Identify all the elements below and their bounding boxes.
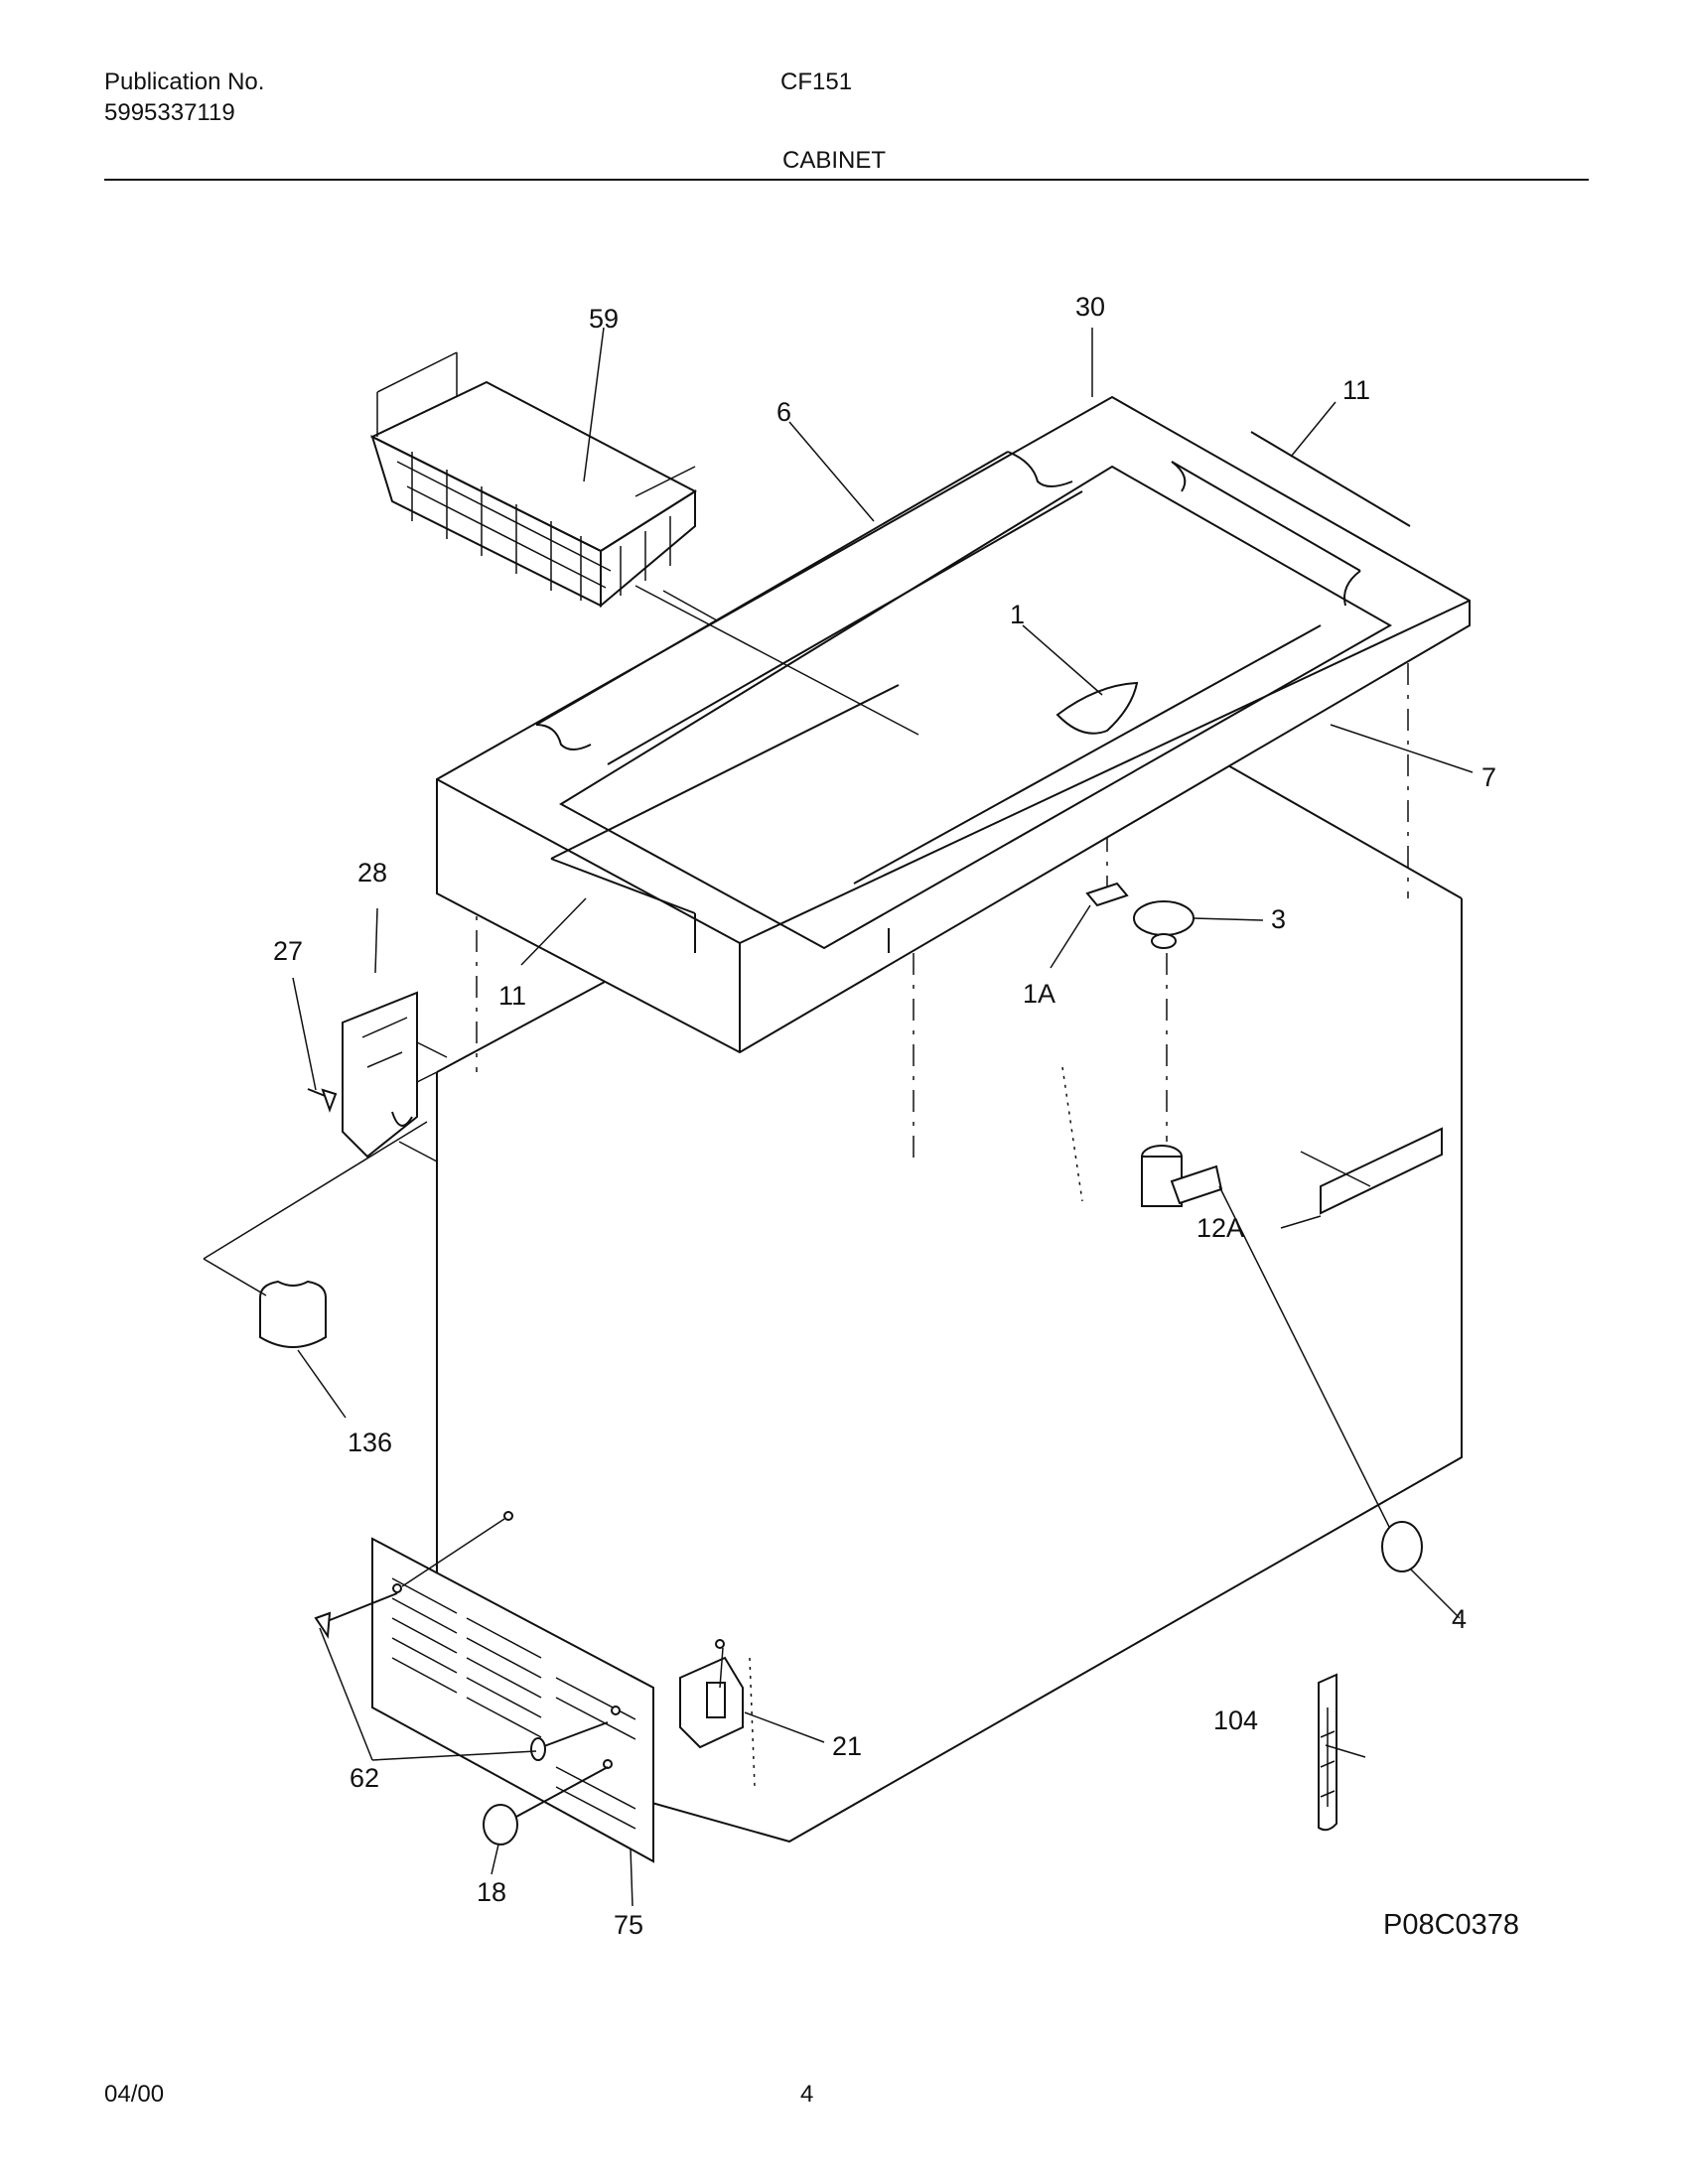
callout-30: 30	[1075, 292, 1105, 322]
part-3-plug	[1133, 900, 1195, 949]
page-number: 4	[800, 2081, 814, 2108]
breaker-trim-frame	[436, 395, 1471, 1054]
drain-tube-assembly	[1141, 1145, 1423, 1572]
part-62-screws	[314, 1592, 609, 1761]
callout-136: 136	[348, 1428, 392, 1457]
kick-plate-louvers	[391, 1577, 636, 1830]
section-title: CABINET	[782, 147, 887, 174]
publication-label: Publication No.	[104, 68, 265, 95]
part-136-cap	[203, 1121, 428, 1348]
drawing-code: P08C0378	[1383, 1909, 1519, 1941]
callout-12a: 12A	[1196, 1213, 1244, 1243]
callout-18: 18	[477, 1877, 506, 1907]
publication-number: 5995337119	[104, 99, 235, 126]
part-1a-clip	[1085, 882, 1129, 907]
callout-104: 104	[1213, 1706, 1258, 1735]
callout-59: 59	[589, 304, 619, 334]
callout-3: 3	[1271, 904, 1286, 934]
part-1-hinge-cover	[1055, 681, 1139, 735]
callout-11-top: 11	[1342, 375, 1370, 405]
callout-27: 27	[273, 936, 303, 966]
callout-28: 28	[357, 858, 387, 887]
footer-date: 04/00	[104, 2081, 165, 2108]
part-12a-label	[1300, 1127, 1443, 1215]
callout-62: 62	[350, 1763, 379, 1793]
model-number: CF151	[780, 68, 853, 95]
callout-7: 7	[1481, 762, 1496, 792]
part-28-hinge-bracket	[342, 991, 448, 1159]
part-27-screw	[307, 1088, 338, 1113]
callout-11-left: 11	[498, 981, 526, 1011]
part-59-wire-basket	[369, 351, 919, 736]
callout-1a: 1A	[1023, 979, 1055, 1009]
callout-1: 1	[1010, 600, 1025, 629]
callout-4: 4	[1452, 1604, 1467, 1634]
callout-75: 75	[614, 1910, 643, 1940]
header-rule	[104, 179, 1589, 181]
callout-6: 6	[776, 397, 791, 427]
part-104-thermometer	[1318, 1673, 1337, 1832]
callout-21: 21	[832, 1731, 862, 1761]
callout-leaders	[292, 327, 1474, 1907]
part-21-switch	[679, 1647, 744, 1749]
part-18-foot	[483, 1766, 609, 1845]
